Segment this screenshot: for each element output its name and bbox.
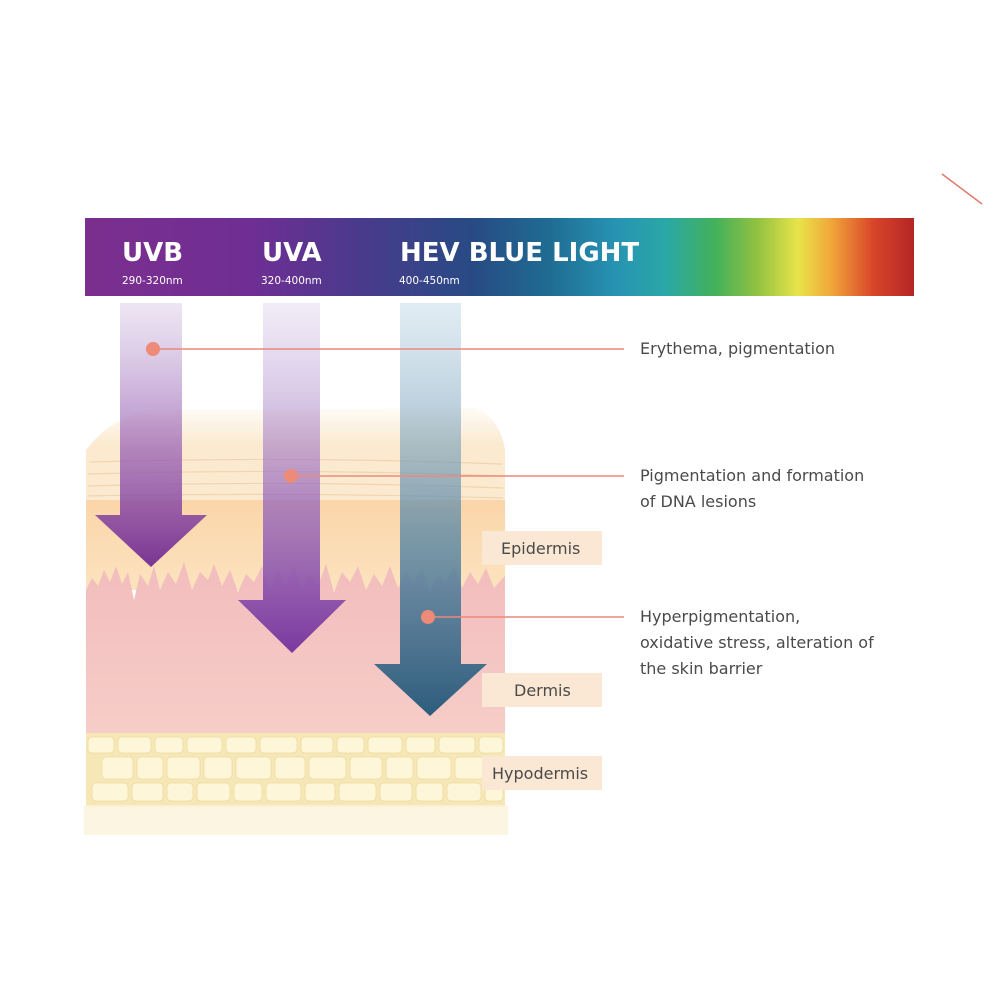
fat-cell — [235, 756, 272, 780]
fat-cell — [349, 756, 383, 780]
fat-cell — [379, 782, 413, 802]
fat-cell — [196, 782, 231, 802]
epidermis-label-text: Epidermis — [501, 539, 580, 558]
fat-cell — [117, 736, 152, 754]
fat-cell — [87, 736, 115, 754]
callout-hev — [421, 610, 624, 624]
fat-cell — [478, 736, 504, 754]
effect-hev-text: Hyperpigmentation, oxidative stress, alt… — [640, 607, 879, 678]
decorative-stroke — [941, 173, 983, 205]
fat-cell — [233, 782, 263, 802]
fat-cell — [186, 736, 223, 754]
fat-cell — [304, 782, 336, 802]
callout-dot — [146, 342, 160, 356]
hev-band-range: 400-450nm — [399, 275, 460, 287]
fat-cell — [415, 782, 444, 802]
fat-cell — [274, 756, 306, 780]
hypodermis-label-text: Hypodermis — [492, 764, 588, 783]
fat-cell — [136, 756, 164, 780]
fat-cell — [265, 782, 302, 802]
fat-cell — [438, 736, 476, 754]
fat-cell — [446, 782, 482, 802]
callout-uvb — [146, 342, 624, 356]
effect-uvb-text: Erythema, pigmentation — [640, 339, 835, 358]
uvb-band-title: UVB — [122, 238, 183, 268]
callout-dot — [421, 610, 435, 624]
fat-cell — [367, 736, 403, 754]
fat-cell — [259, 736, 298, 754]
hev-band-title: HEV BLUE LIGHT — [400, 238, 639, 268]
epidermis-label: Epidermis — [482, 531, 602, 565]
uva-band-title: UVA — [262, 238, 322, 268]
fat-cell — [154, 736, 184, 754]
fat-cell — [454, 756, 485, 780]
fat-cell — [225, 736, 257, 754]
fat-cell — [203, 756, 233, 780]
uvb-arrow — [95, 303, 207, 567]
effect-uva-text: Pigmentation and formation of DNA lesion… — [640, 466, 869, 511]
uvb-band-range: 290-320nm — [122, 275, 183, 287]
fat-cell — [166, 782, 194, 802]
fat-cell — [91, 782, 129, 802]
fat-cell — [101, 756, 134, 780]
fat-cell — [336, 736, 365, 754]
fat-cell — [300, 736, 334, 754]
hypodermis-label: Hypodermis — [482, 756, 602, 790]
fat-cell — [166, 756, 201, 780]
fat-cell — [416, 756, 452, 780]
dermis-label-text: Dermis — [514, 681, 571, 700]
callout-uva — [284, 469, 624, 483]
uva-band-range: 320-400nm — [261, 275, 322, 287]
fat-cell — [308, 756, 347, 780]
fat-cell — [385, 756, 414, 780]
fat-cell — [338, 782, 377, 802]
fat-cell — [131, 782, 164, 802]
dermis-label: Dermis — [482, 673, 602, 707]
callout-dot — [284, 469, 298, 483]
hypodermis-layer — [84, 733, 508, 835]
light-spectrum-bar — [85, 218, 914, 296]
hev-blue-light-arrow — [374, 303, 487, 716]
fat-cell — [405, 736, 436, 754]
